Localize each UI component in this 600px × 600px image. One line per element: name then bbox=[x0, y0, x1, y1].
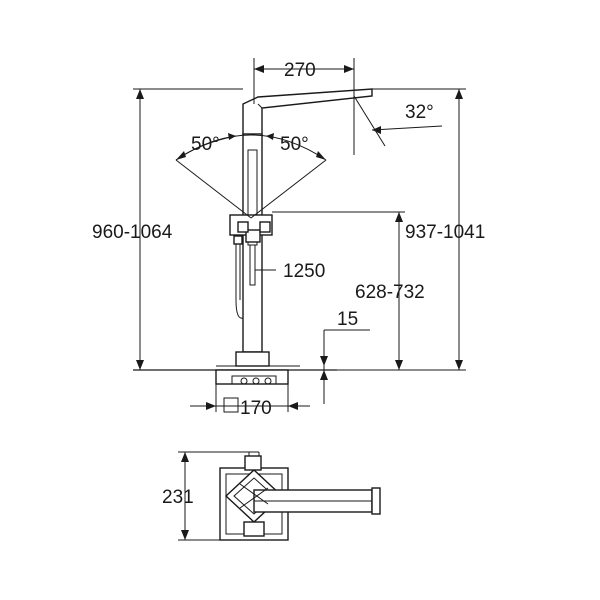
column-base bbox=[235, 351, 270, 367]
elevation-view: 50° 50° 270 32° 960-1064 937-1041 628-73… bbox=[92, 58, 485, 419]
plan-view: 231 bbox=[162, 451, 381, 541]
spout bbox=[242, 88, 373, 136]
spout-height-label: 937-1041 bbox=[405, 222, 485, 243]
spout-angle-label: 32° bbox=[405, 102, 434, 123]
hose-length-label: 1250 bbox=[283, 261, 325, 282]
base-square-label: 170 bbox=[240, 398, 272, 419]
faucet-column bbox=[242, 133, 263, 353]
handle-angle-left-label: 50° bbox=[191, 134, 220, 155]
square-symbol bbox=[223, 397, 239, 413]
plan-depth-label: 231 bbox=[162, 487, 194, 508]
hose bbox=[235, 236, 244, 319]
spout-reach-label: 270 bbox=[284, 60, 316, 81]
handle-height-label: 628-732 bbox=[355, 282, 425, 303]
floor-offset-label: 15 bbox=[337, 309, 358, 330]
handle-angle-right-label: 50° bbox=[280, 134, 309, 155]
installation-box bbox=[215, 369, 289, 385]
total-height-label: 960-1064 bbox=[92, 222, 173, 243]
